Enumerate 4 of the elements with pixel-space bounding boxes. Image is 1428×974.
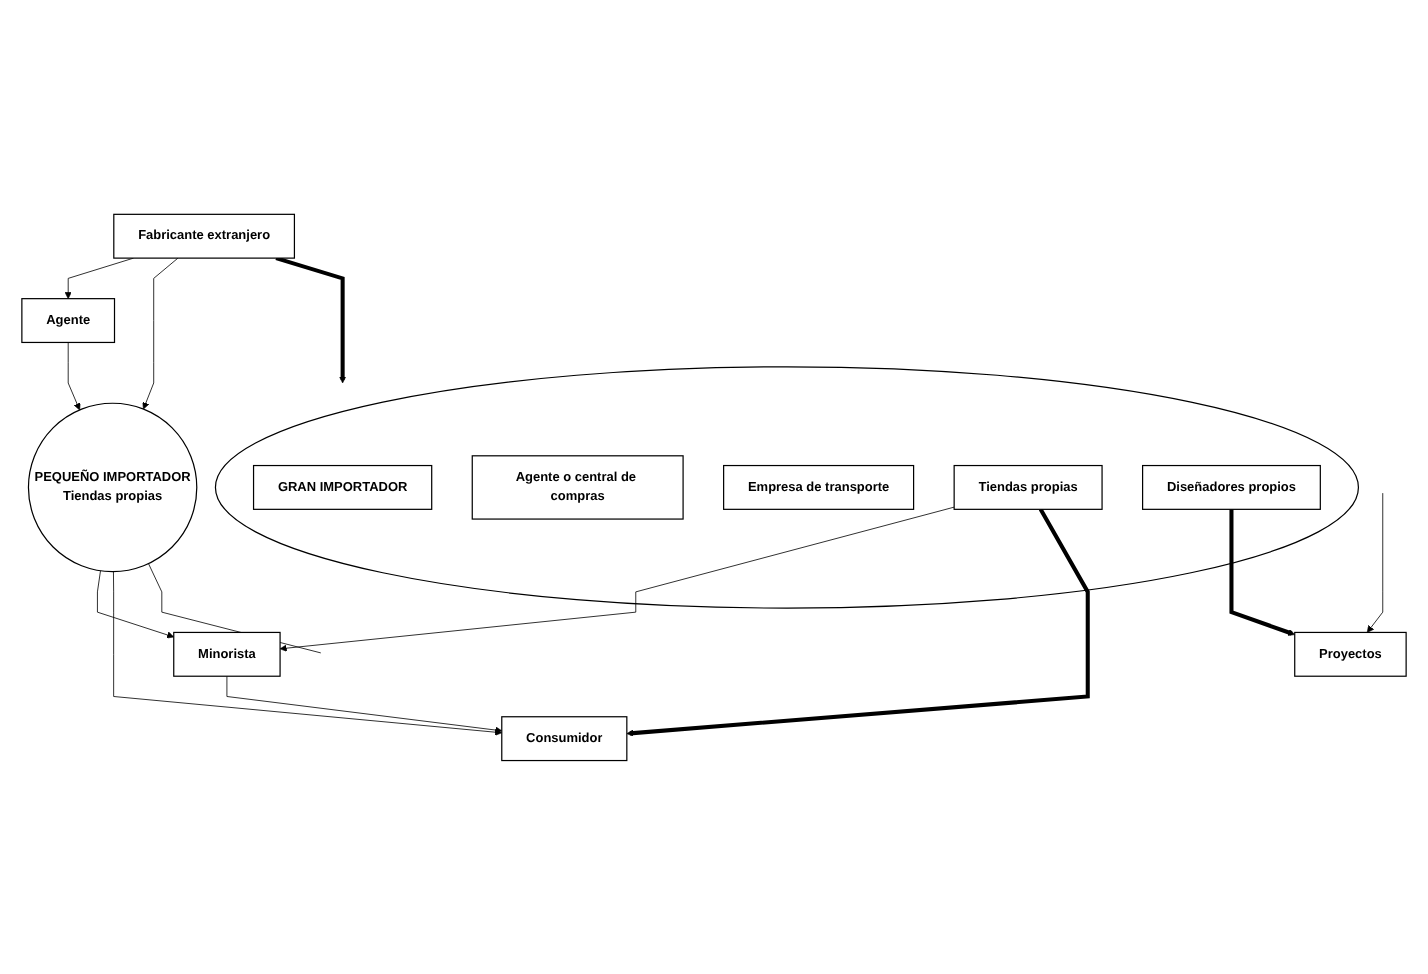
cluster (214, 365, 1360, 609)
arrow (275, 255, 347, 383)
arrow (1229, 508, 1296, 636)
arrow (626, 507, 1090, 737)
